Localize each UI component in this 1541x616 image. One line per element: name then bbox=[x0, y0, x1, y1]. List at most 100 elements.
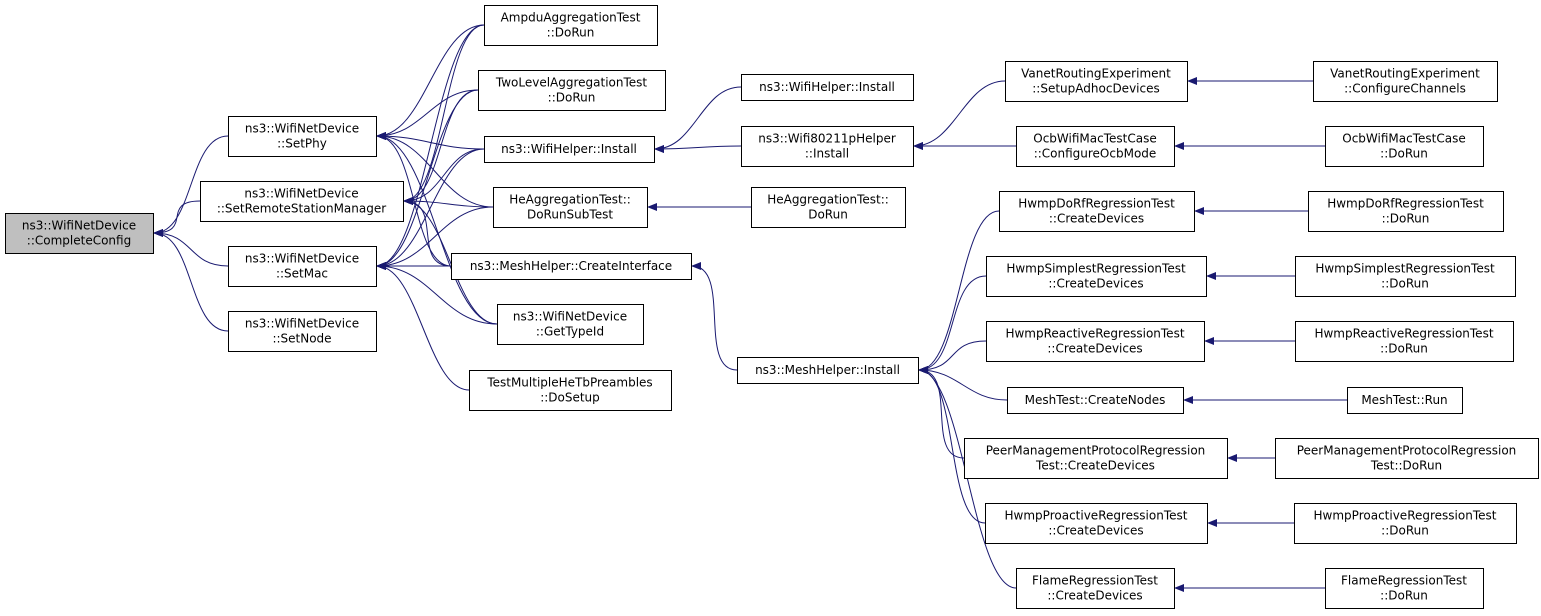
node-peer_dorun[interactable]: PeerManagementProtocolRegressionTest::Do… bbox=[1275, 438, 1539, 479]
edge-vanet_setup-to-wifi80211p bbox=[913, 80, 1006, 150]
node-setrsm-label-2: ::SetRemoteStationManager bbox=[217, 202, 386, 216]
node-vanet_setup[interactable]: VanetRoutingExperiment::SetupAdhocDevice… bbox=[1005, 61, 1188, 102]
edge-wifihelper_install_a-to-setrsm bbox=[403, 148, 485, 205]
node-heagg_dorun[interactable]: HeAggregationTest::DoRun bbox=[751, 187, 906, 228]
node-heagg_dorun-label-2: DoRun bbox=[808, 208, 848, 222]
node-setrsm-label-1: ns3::WifiNetDevice bbox=[244, 187, 358, 201]
node-reactive_create-label-2: ::CreateDevices bbox=[1047, 342, 1142, 356]
node-ampdu-label-1: AmpduAggregationTest bbox=[501, 11, 641, 25]
edge-setphy-to-completeconfig bbox=[153, 135, 229, 237]
node-completeconfig-label-2: ::CompleteConfig bbox=[27, 234, 131, 248]
node-vanet_configure-label-2: ::ConfigureChannels bbox=[1344, 82, 1466, 96]
node-ocb_configure-box bbox=[1016, 126, 1175, 167]
node-dorf_create[interactable]: HwmpDoRfRegressionTest::CreateDevices bbox=[999, 191, 1195, 232]
node-testmultiple[interactable]: TestMultipleHeTbPreambles::DoSetup bbox=[469, 370, 672, 411]
node-meshtest_createnodes[interactable]: MeshTest::CreateNodes bbox=[1007, 387, 1184, 414]
node-flame_create[interactable]: FlameRegressionTest::CreateDevices bbox=[1016, 568, 1175, 609]
node-wifihelper_install_b-box bbox=[741, 74, 914, 101]
edge-wifihelper_install_a-to-setphy bbox=[376, 132, 485, 150]
edge-reactive_create-to-meshhelper_install bbox=[918, 340, 987, 374]
node-wifihelper_install_a[interactable]: ns3::WifiHelper::Install bbox=[484, 136, 655, 163]
node-wifihelper_install_b[interactable]: ns3::WifiHelper::Install bbox=[741, 74, 914, 101]
node-proactive_create[interactable]: HwmpProactiveRegressionTest::CreateDevic… bbox=[985, 503, 1208, 544]
node-testmultiple-box bbox=[469, 370, 672, 411]
edge-dorf_create-to-meshhelper_install bbox=[918, 210, 1000, 374]
node-vanet_setup-box bbox=[1005, 61, 1188, 102]
node-vanet_configure-label-1: VanetRoutingExperiment bbox=[1330, 67, 1480, 81]
edge-ampdu-to-setrsm bbox=[403, 24, 485, 205]
node-wifi80211p[interactable]: ns3::Wifi80211pHelper::Install bbox=[741, 126, 914, 167]
node-simplest_dorun[interactable]: HwmpSimplestRegressionTest::DoRun bbox=[1295, 256, 1516, 297]
node-wifi80211p-label-2: ::Install bbox=[805, 147, 849, 161]
node-heagg_subtest[interactable]: HeAggregationTest::DoRunSubTest bbox=[493, 187, 648, 228]
node-dorf_dorun-label-1: HwmpDoRfRegressionTest bbox=[1327, 197, 1484, 211]
node-meshtest_createnodes-box bbox=[1007, 387, 1184, 414]
node-peer_create[interactable]: PeerManagementProtocolRegressionTest::Cr… bbox=[964, 438, 1228, 479]
node-gettypeid[interactable]: ns3::WifiNetDevice::GetTypeId bbox=[497, 304, 644, 345]
node-meshhelper_createinterface-label-1: ns3::MeshHelper::CreateInterface bbox=[470, 259, 672, 273]
node-setphy[interactable]: ns3::WifiNetDevice::SetPhy bbox=[228, 116, 377, 157]
node-ocb_dorun-label-2: ::DoRun bbox=[1380, 147, 1428, 161]
node-setmac-label-1: ns3::WifiNetDevice bbox=[245, 252, 359, 266]
node-wifihelper_install_a-label-1: ns3::WifiHelper::Install bbox=[501, 142, 637, 156]
node-proactive_dorun[interactable]: HwmpProactiveRegressionTest::DoRun bbox=[1294, 503, 1517, 544]
node-reactive_dorun[interactable]: HwmpReactiveRegressionTest::DoRun bbox=[1295, 321, 1514, 362]
node-meshhelper_createinterface[interactable]: ns3::MeshHelper::CreateInterface bbox=[451, 253, 692, 280]
node-ampdu-label-2: ::DoRun bbox=[547, 26, 595, 40]
node-meshhelper_install[interactable]: ns3::MeshHelper::Install bbox=[737, 357, 919, 384]
node-vanet_configure[interactable]: VanetRoutingExperiment::ConfigureChannel… bbox=[1313, 61, 1498, 102]
node-setrsm-box bbox=[200, 181, 404, 222]
node-heagg_subtest-label-2: DoRunSubTest bbox=[527, 208, 613, 222]
node-flame_dorun[interactable]: FlameRegressionTest::DoRun bbox=[1325, 568, 1484, 609]
node-setrsm[interactable]: ns3::WifiNetDevice::SetRemoteStationMana… bbox=[200, 181, 404, 222]
node-wifihelper_install_b-label-1: ns3::WifiHelper::Install bbox=[759, 80, 895, 94]
node-setnode-label-1: ns3::WifiNetDevice bbox=[245, 317, 359, 331]
node-reactive_create[interactable]: HwmpReactiveRegressionTest::CreateDevice… bbox=[986, 321, 1205, 362]
node-setnode[interactable]: ns3::WifiNetDevice::SetNode bbox=[228, 311, 377, 352]
node-heagg_subtest-label-1: HeAggregationTest:: bbox=[509, 193, 631, 207]
node-ocb_dorun-box bbox=[1325, 126, 1484, 167]
node-meshhelper_install-label-1: ns3::MeshHelper::Install bbox=[755, 363, 900, 377]
node-setmac-box bbox=[228, 246, 377, 287]
node-reactive_create-box bbox=[986, 321, 1205, 362]
node-ampdu[interactable]: AmpduAggregationTest::DoRun bbox=[484, 5, 658, 46]
node-simplest_dorun-label-2: ::DoRun bbox=[1381, 277, 1429, 291]
edge-ampdu-to-setmac bbox=[376, 24, 485, 270]
node-dorf_dorun[interactable]: HwmpDoRfRegressionTest::DoRun bbox=[1308, 191, 1504, 232]
node-twolevel[interactable]: TwoLevelAggregationTest::DoRun bbox=[478, 70, 666, 111]
node-setphy-box bbox=[228, 116, 377, 157]
node-simplest_create-label-1: HwmpSimplestRegressionTest bbox=[1006, 262, 1186, 276]
node-peer_dorun-label-2: Test::DoRun bbox=[1370, 459, 1442, 473]
edge-wifi80211p-to-wifihelper_install_a bbox=[654, 144, 742, 153]
node-wifi80211p-box bbox=[741, 126, 914, 167]
node-twolevel-box bbox=[478, 70, 666, 111]
edge-twolevel-to-setphy bbox=[376, 89, 479, 140]
node-meshtest_run[interactable]: MeshTest::Run bbox=[1347, 387, 1463, 414]
node-reactive_dorun-box bbox=[1295, 321, 1514, 362]
node-proactive_create-box bbox=[985, 503, 1208, 544]
node-testmultiple-label-1: TestMultipleHeTbPreambles bbox=[486, 376, 652, 390]
node-ocb_configure[interactable]: OcbWifiMacTestCase::ConfigureOcbMode bbox=[1016, 126, 1175, 167]
node-heagg_dorun-label-1: HeAggregationTest:: bbox=[767, 193, 889, 207]
node-gettypeid-label-2: ::GetTypeId bbox=[536, 325, 604, 339]
node-simplest_create[interactable]: HwmpSimplestRegressionTest::CreateDevice… bbox=[986, 256, 1207, 297]
node-reactive_create-label-1: HwmpReactiveRegressionTest bbox=[1005, 327, 1184, 341]
node-ocb_dorun[interactable]: OcbWifiMacTestCase::DoRun bbox=[1325, 126, 1484, 167]
node-proactive_dorun-label-1: HwmpProactiveRegressionTest bbox=[1314, 509, 1497, 523]
node-peer_create-label-1: PeerManagementProtocolRegression bbox=[986, 444, 1206, 458]
node-vanet_setup-label-2: ::SetupAdhocDevices bbox=[1032, 82, 1159, 96]
node-completeconfig[interactable]: ns3::WifiNetDevice::CompleteConfig bbox=[5, 213, 154, 254]
edge-gettypeid-to-setmac bbox=[376, 262, 498, 325]
node-vanet_configure-box bbox=[1313, 61, 1498, 102]
edge-twolevel-to-setmac bbox=[376, 89, 479, 270]
node-twolevel-label-1: TwoLevelAggregationTest bbox=[495, 76, 648, 90]
node-ocb_configure-label-2: ::ConfigureOcbMode bbox=[1034, 147, 1157, 161]
node-gettypeid-box bbox=[497, 304, 644, 345]
node-completeconfig-label-1: ns3::WifiNetDevice bbox=[22, 219, 136, 233]
node-flame_dorun-label-1: FlameRegressionTest bbox=[1341, 574, 1467, 588]
node-setmac[interactable]: ns3::WifiNetDevice::SetMac bbox=[228, 246, 377, 287]
node-heagg_subtest-box bbox=[493, 187, 648, 228]
edge-wifihelper_install_a-to-setmac bbox=[376, 148, 485, 270]
node-heagg_dorun-box bbox=[751, 187, 906, 228]
